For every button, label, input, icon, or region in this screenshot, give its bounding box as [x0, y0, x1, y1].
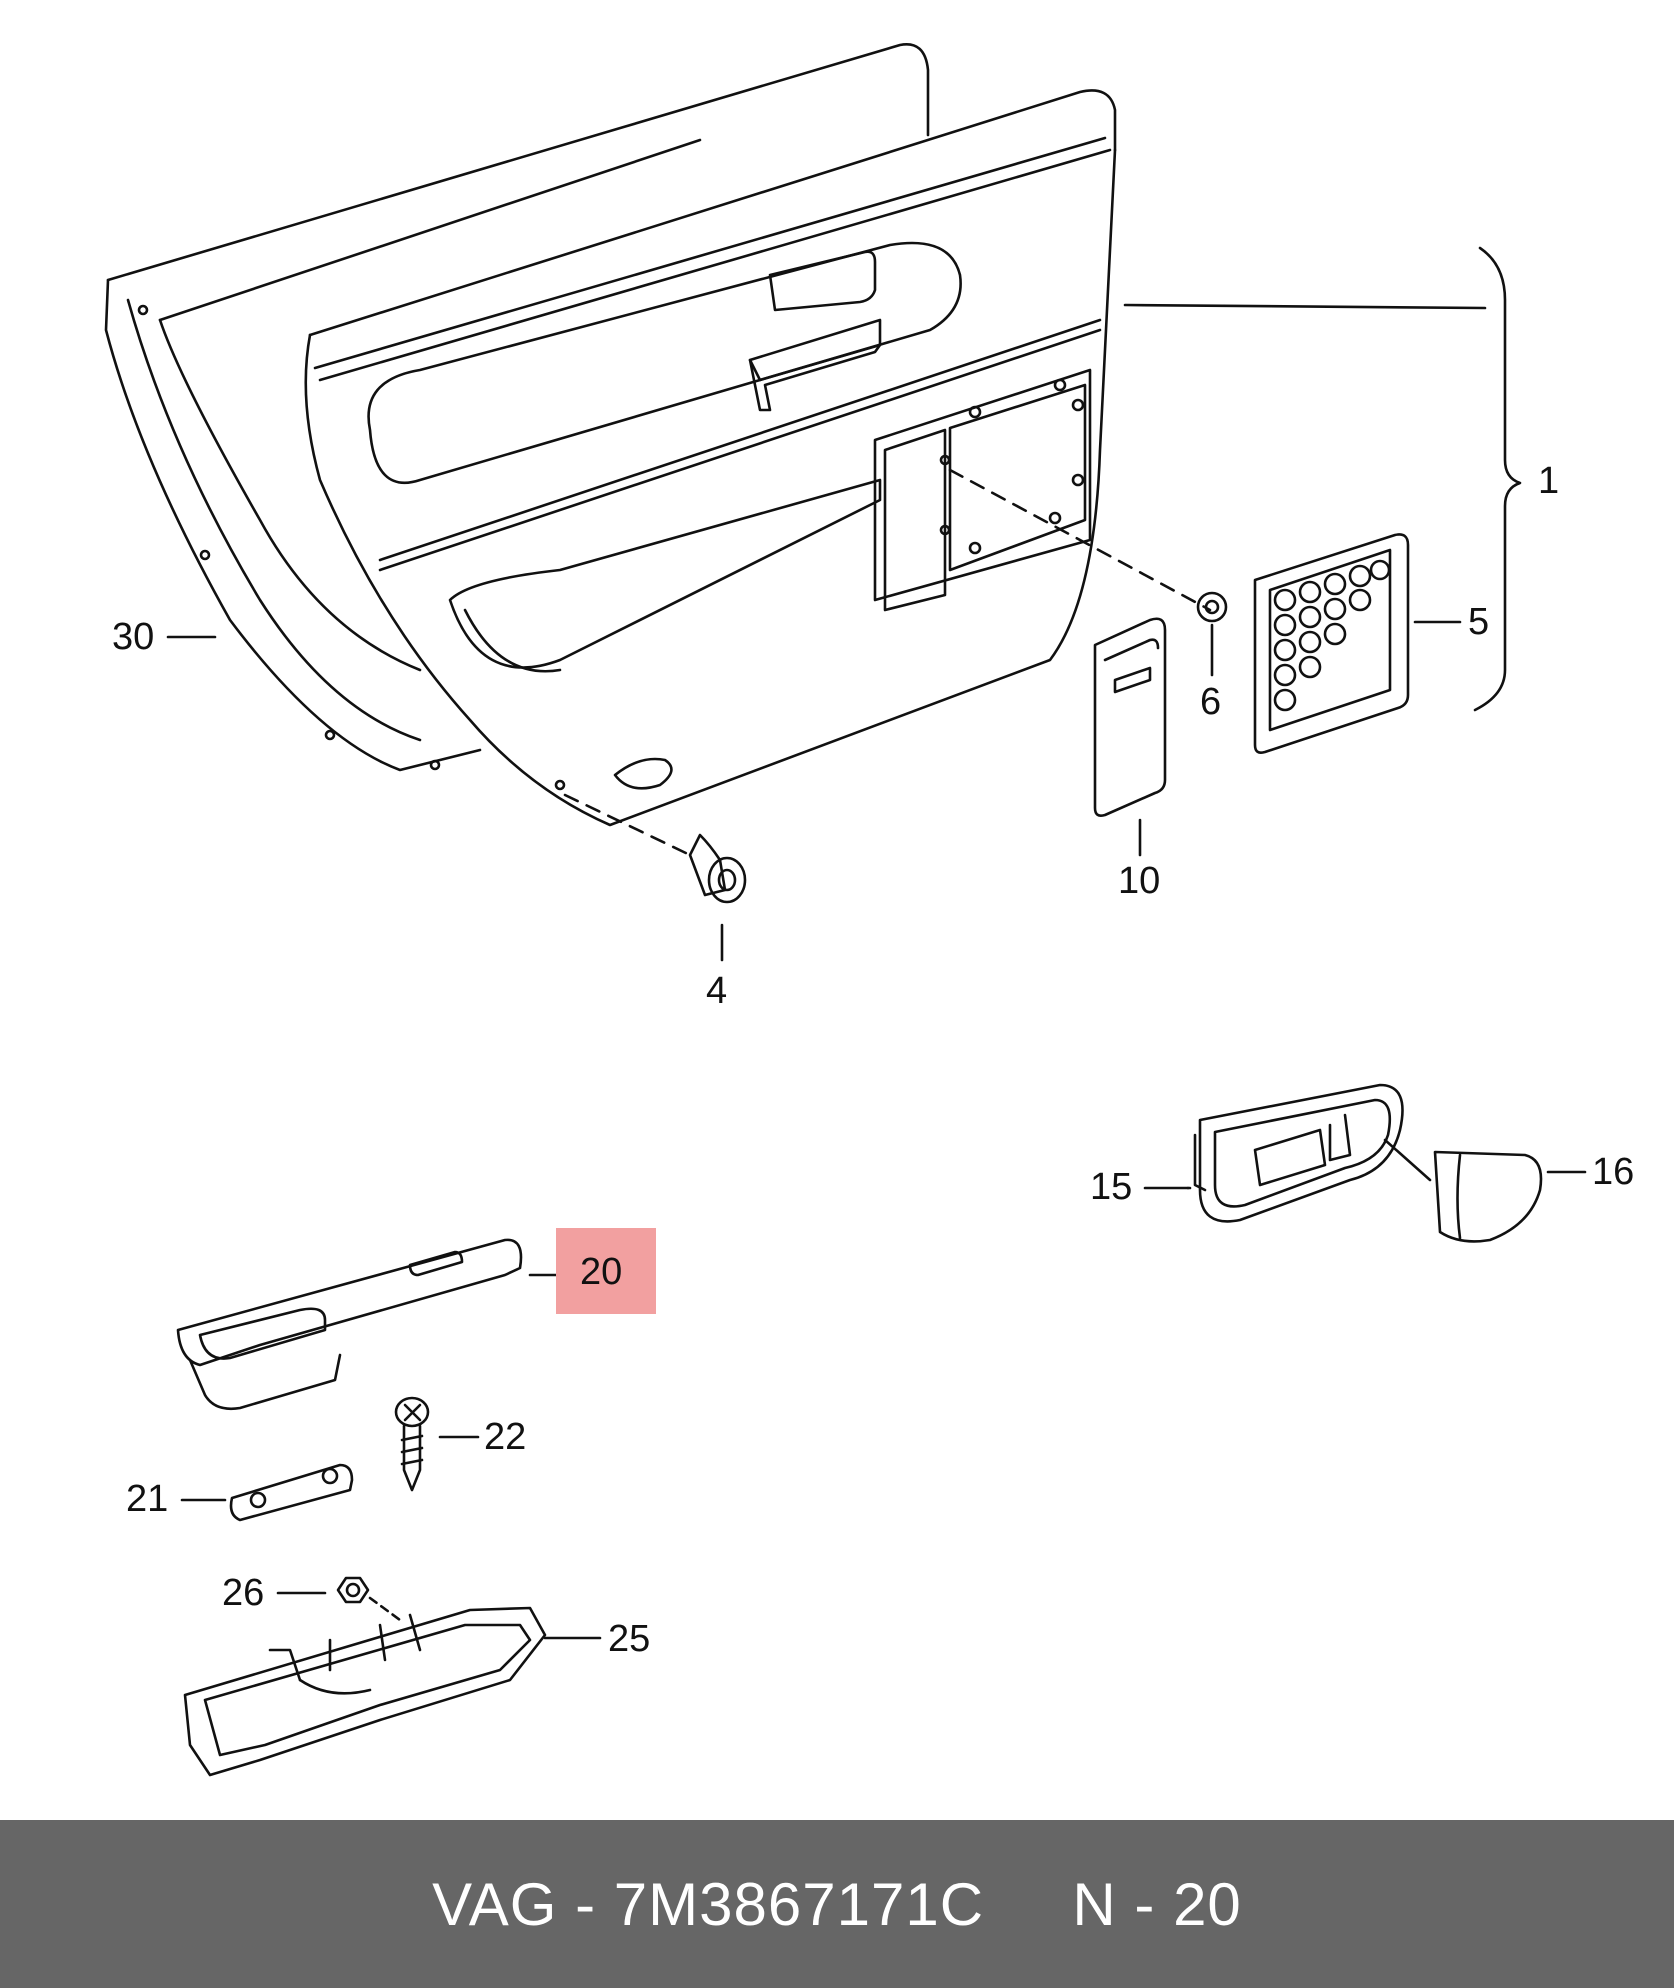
- callout-4: 4: [706, 970, 728, 1012]
- footer-separator-2: -: [1116, 1870, 1174, 1938]
- footer-part-number: 7M3867171C: [613, 1870, 985, 1938]
- push-clip-4: [688, 833, 747, 962]
- armrest-tray-20: [176, 1238, 577, 1410]
- callout-25: 25: [608, 1618, 651, 1660]
- callout-26: 26: [222, 1572, 265, 1614]
- cover-16: [1433, 1150, 1587, 1243]
- callout-10: 10: [1118, 860, 1161, 902]
- callout-22: 22: [484, 1416, 527, 1458]
- handle-15: [1143, 1083, 1432, 1223]
- bracket-25: [183, 1606, 602, 1777]
- footer-n-label: N: [1072, 1870, 1117, 1938]
- clip-6: [1196, 591, 1228, 677]
- highlight-box-20: [556, 1228, 656, 1314]
- screw-22: [394, 1396, 480, 1492]
- callout-5: 5: [1468, 601, 1490, 643]
- door-panel-30: [104, 43, 930, 772]
- parts-diagram: [104, 43, 1587, 1777]
- callout-16: 16: [1592, 1151, 1635, 1193]
- callout-1: 1: [1538, 460, 1560, 502]
- speaker-grille-5: [1253, 533, 1410, 754]
- insert-10: [1093, 617, 1167, 857]
- door-trim-1: [304, 89, 1117, 827]
- callout-20: 20: [580, 1251, 623, 1293]
- reflector-21: [180, 1463, 354, 1522]
- footer-n-value: 20: [1173, 1870, 1242, 1938]
- callout-6: 6: [1200, 681, 1222, 723]
- callout-21: 21: [126, 1478, 169, 1520]
- footer-gap: [984, 1870, 1072, 1939]
- footer-bar: VAG - 7M3867171C N - 20: [0, 1820, 1674, 1988]
- bracket-1: [1123, 303, 1487, 310]
- footer-brand: VAG: [432, 1870, 558, 1938]
- nut-26: [276, 1576, 402, 1622]
- callout-15: 15: [1090, 1166, 1133, 1208]
- callout-30: 30: [112, 616, 155, 658]
- footer-separator: -: [557, 1870, 614, 1938]
